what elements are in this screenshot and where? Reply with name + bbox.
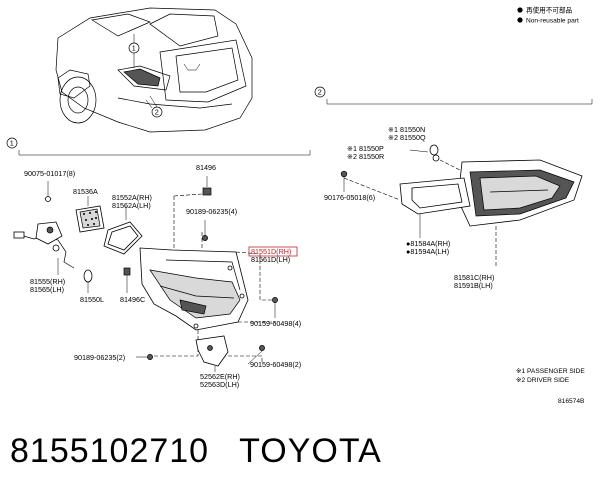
label-90176: 90176-05018(6) (324, 193, 375, 202)
label-90159-4: 90159-60498(4) (250, 319, 301, 328)
note-passenger-side: ※1 PASSENGER SIDE (516, 368, 585, 375)
gasket-81552A (103, 206, 143, 255)
section-1-frame: 1 (6, 137, 311, 156)
label-81552A: 81552A(RH) (112, 193, 152, 202)
callout-2-car: 2 (149, 95, 163, 118)
brand-name: TOYOTA (239, 432, 382, 470)
gasket-81584A (399, 177, 471, 238)
bulb-81550L (83, 269, 93, 293)
screw-90189-upper (202, 220, 208, 241)
label-81550P: ※1 81550P (347, 144, 384, 153)
clip-81496 (202, 176, 212, 196)
bracket-52562E (195, 335, 229, 372)
gasket-81536A (75, 196, 105, 233)
screw-90189-lower (147, 354, 153, 360)
label-52562E: 52562E(RH) (200, 372, 240, 381)
bulb-81550N (409, 144, 440, 162)
label-81581C: 81581C(RH) (454, 273, 494, 282)
label-81550Q: ※2 81550Q (388, 133, 426, 142)
nut-90159-2 (259, 345, 265, 351)
label-81550N: ※1 81550N (388, 125, 425, 134)
label-81584A: ●81584A(RH) (406, 239, 450, 248)
label-81551D-highlighted: 81551D(RH) (251, 247, 291, 256)
screw-90176 (340, 170, 348, 192)
label-81591B: 81591B(LH) (454, 281, 493, 290)
clip-81496C (123, 267, 131, 293)
label-81496: 81496 (196, 163, 216, 172)
note-driver-side: ※2 DRIVER SIDE (516, 377, 570, 384)
label-81496C: 81496C (120, 295, 145, 304)
label-90075: 90075-01017(8) (24, 169, 75, 178)
diagram-ref: 816574B (558, 398, 585, 405)
label-81594A: ●81594A(LH) (406, 247, 449, 256)
legend-reusable-jp: 再使用不可部品 (526, 6, 573, 15)
svg-text:1: 1 (132, 44, 136, 53)
legend-non-reusable: Non-reusable part (526, 18, 579, 25)
car-illustration (55, 7, 253, 133)
part-number: 8155102710 (10, 432, 210, 470)
parts-diagram: 再使用不可部品 Non-reusable part 1 2 1 (6, 6, 593, 405)
label-81555: 81555(RH) (30, 277, 65, 286)
svg-text:1: 1 (10, 139, 14, 148)
label-81536A: 81536A (73, 187, 98, 196)
callout-1-car: 1 (128, 42, 140, 68)
socket-wire-81555 (13, 181, 75, 275)
label-90189-4: 90189-06235(4) (186, 207, 237, 216)
rear-lamp-81551D (139, 247, 249, 331)
label-81565: 81565(LH) (30, 285, 64, 294)
label-81550R: ※2 81550R (347, 152, 384, 161)
nut-90159-4 (272, 297, 278, 318)
label-90189-2: 90189-06235(2) (74, 353, 125, 362)
inner-lamp-81581C (457, 159, 583, 227)
label-52563D: 52563D(LH) (200, 380, 239, 389)
section-2-frame: 2 (314, 86, 593, 105)
svg-text:2: 2 (318, 88, 322, 97)
part-caption: 8155102710 TOYOTA (10, 432, 412, 471)
label-81561D: 81561D(LH) (251, 255, 290, 264)
legend: 再使用不可部品 Non-reusable part (517, 6, 579, 25)
label-90159-2: 90159-60498(2) (250, 360, 301, 369)
label-81562A: 81562A(LH) (112, 201, 151, 210)
label-81550L: 81550L (80, 295, 104, 304)
svg-text:2: 2 (155, 108, 159, 117)
